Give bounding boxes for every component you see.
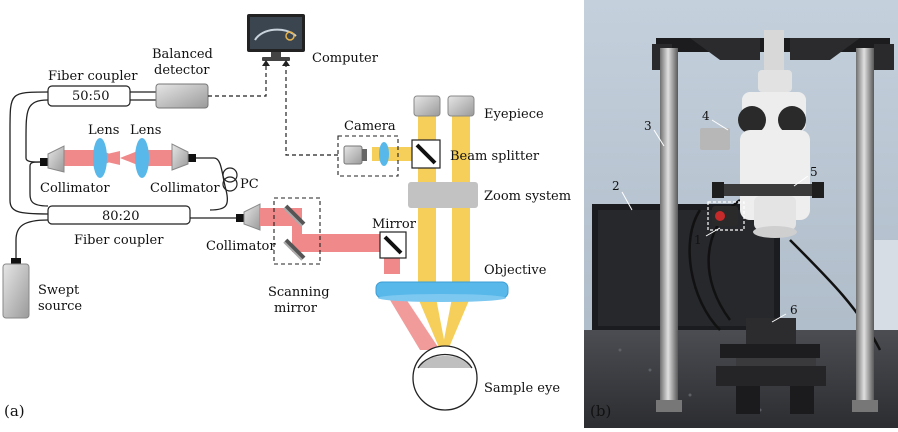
label-camera: Camera [344, 119, 396, 134]
signal-arrows [262, 60, 290, 66]
scanning-mirrors [284, 204, 306, 260]
label-collimator-right: Collimator [150, 181, 220, 196]
label-fiber-coupler-top: Fiber coupler [48, 69, 138, 84]
callout-5: 5 [810, 165, 818, 179]
label-panel-b: (b) [590, 402, 611, 420]
fiber-left-loop [9, 91, 49, 215]
microscope [700, 30, 824, 238]
lens-left-shape [93, 138, 107, 178]
signal-lines [208, 66, 338, 156]
label-zoom-system: Zoom system [484, 189, 571, 204]
collimator-left-shape [40, 145, 65, 173]
callout-1: 1 [694, 233, 702, 247]
fiber-ref-upper [25, 99, 49, 163]
label-beam-splitter: Beam splitter [450, 149, 540, 164]
monitor [592, 204, 780, 344]
computer-icon [247, 14, 305, 61]
pole-right [856, 48, 874, 410]
panel-a-diagram: Fiber coupler 50:50 Balanced detector Co… [2, 14, 571, 420]
coupler-80-20 [47, 205, 191, 225]
oct-scanner [707, 201, 745, 231]
label-mirror-scan: mirror [274, 301, 318, 316]
label-objective: Objective [484, 263, 547, 278]
camera-shape [343, 142, 389, 166]
camera-box [337, 135, 399, 177]
collimator-sample-shape [236, 203, 261, 231]
fiber-ref-lower [29, 161, 49, 207]
label-panel-a: (a) [4, 402, 25, 420]
label-eyepiece: Eyepiece [484, 107, 544, 122]
beam-splitter-shape [411, 139, 441, 169]
scanning-mirror-box [273, 197, 321, 265]
photo-wall-light [870, 240, 898, 330]
pole-left [660, 48, 678, 410]
fiber-lines [9, 91, 236, 262]
objective-shape [375, 281, 509, 302]
label-scanning: Scanning [268, 285, 330, 300]
balanced-detector-box [155, 83, 209, 109]
label-computer: Computer [312, 51, 379, 66]
pole-right-base [852, 400, 878, 412]
callout-3: 3 [644, 119, 652, 133]
label-lens-right: Lens [130, 123, 161, 138]
label-pc: PC [240, 177, 259, 192]
label-collimator-sample: Collimator [206, 239, 276, 254]
sample-beam [260, 208, 440, 350]
label-balanced: Balanced [152, 47, 213, 62]
zoom-system-shape [408, 182, 478, 208]
label-ratio-bottom: 80:20 [102, 209, 139, 224]
label-source: source [38, 299, 82, 314]
coupler-50-50 [47, 85, 131, 107]
callout-6: 6 [790, 303, 798, 317]
scanning-mirror-highlight [283, 207, 303, 261]
label-ratio-top: 50:50 [72, 89, 109, 104]
mirror-shape [379, 231, 407, 259]
sample-stage [716, 318, 826, 414]
swept-source-shape [2, 258, 30, 319]
label-swept: Swept [38, 283, 80, 298]
panel-b-photo: 1 2 3 4 5 6 (b) [584, 0, 898, 428]
pole-left-base [656, 400, 682, 412]
label-fiber-coupler-bottom: Fiber coupler [74, 233, 164, 248]
pc-loops [222, 167, 238, 192]
lens-right-shape [135, 138, 149, 178]
label-sample-eye: Sample eye [484, 381, 560, 396]
callout-lines [621, 119, 809, 323]
label-lens-left: Lens [88, 123, 119, 138]
collimator-right-shape [171, 143, 196, 171]
callout-4: 4 [702, 109, 710, 123]
label-detector: detector [154, 63, 210, 78]
label-collimator-left: Collimator [40, 181, 110, 196]
callout-labels: 1 2 3 4 5 6 [612, 109, 818, 317]
eyepiece-shapes [413, 95, 475, 117]
label-mirror: Mirror [372, 217, 417, 232]
sample-eye-shape [412, 345, 478, 411]
fiber-source [15, 219, 49, 262]
callout-2: 2 [612, 179, 620, 193]
